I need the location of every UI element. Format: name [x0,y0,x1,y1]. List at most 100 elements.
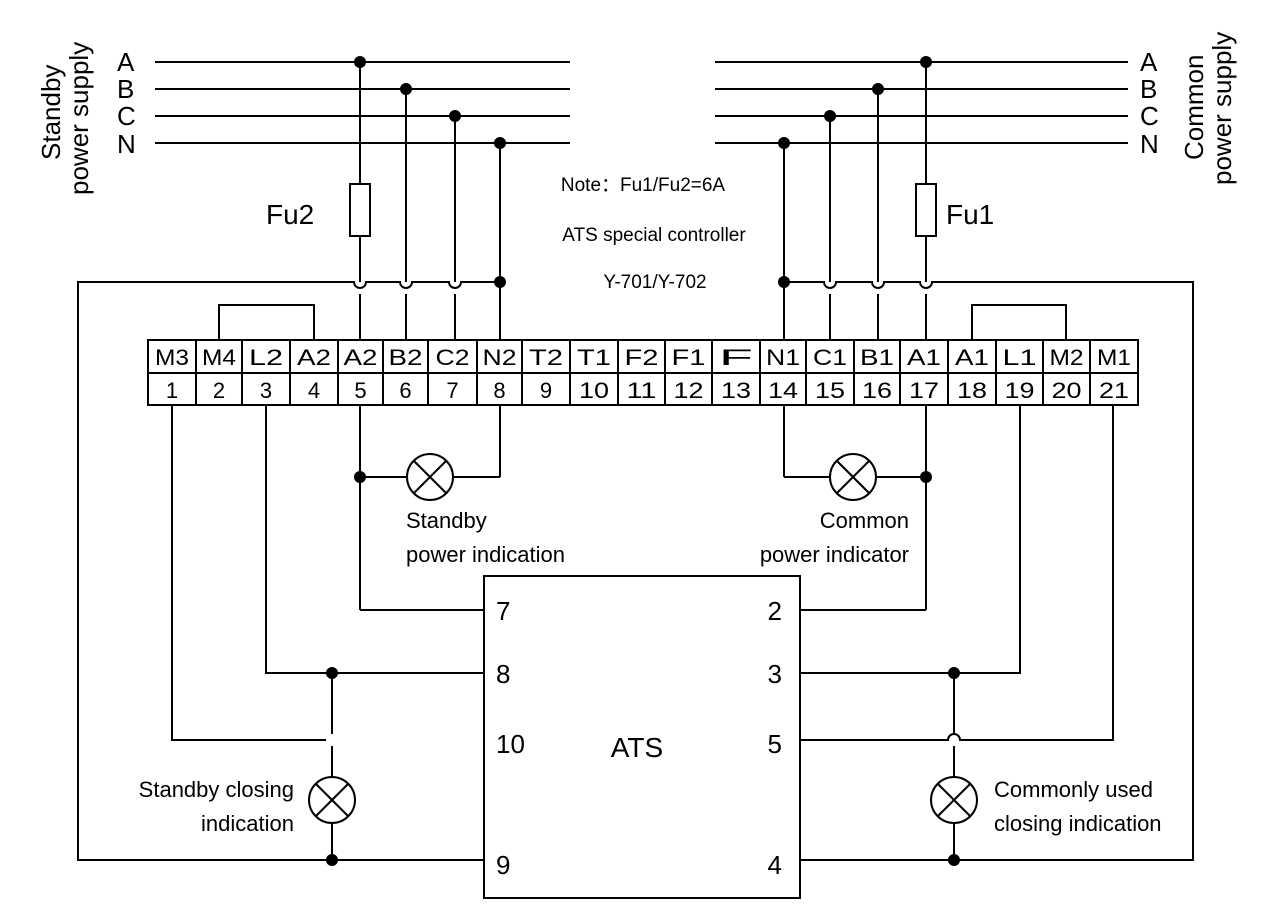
phase-label: C [117,101,136,131]
terminal-name: T2 [529,345,563,370]
svg-text:indication: indication [201,811,294,836]
terminal: N28 [476,339,523,406]
terminal-name: F2 [625,345,659,370]
svg-text:power indication: power indication [406,542,565,567]
terminal: F 13 [711,339,761,406]
jumper-a1-m2 [971,304,1067,340]
common-power-lamp-icon [829,453,877,501]
phase-label: B [117,74,134,104]
common-closing-wiring [800,405,1114,860]
standby-closing-lamp-icon [308,776,356,824]
terminal-number: 12 [674,378,704,403]
left-outer-wire [77,281,500,861]
terminal-strip: M31M42L23A24A25B26C27N28T29T110F211F112F… [147,339,1139,406]
terminal-number: 2 [213,378,225,403]
terminal: B26 [382,339,429,406]
standby-closing-label: Standby closing indication [139,777,294,836]
common-power-indicator-label: Common power indicator [760,508,909,567]
svg-text:power indicator: power indicator [760,542,909,567]
svg-text:Standby: Standby [36,65,66,160]
ats-pin: 10 [496,729,525,759]
fuse-fu1 [915,183,937,237]
terminal-name: A2 [344,345,378,370]
svg-text:Standby closing: Standby closing [139,777,294,802]
terminal-number: 10 [579,378,609,403]
terminal-number: 5 [354,378,366,403]
common-bus-lines [715,61,1128,144]
controller-title: ATS special controller [562,225,746,246]
junction-dots [326,56,960,866]
terminal-name: N2 [483,345,517,370]
phase-label: B [1140,74,1157,104]
terminal-number: 4 [308,378,320,403]
terminal-number: 1 [166,378,178,403]
terminal-number: 21 [1099,378,1129,403]
jumper-m4-a2 [218,304,315,340]
phase-label: N [117,129,136,159]
terminal-number: 17 [909,378,939,403]
terminal-name: M4 [202,345,236,370]
terminal-name: N1 [766,345,800,370]
terminal-name: A1 [955,345,989,370]
terminal-name: F [719,345,753,370]
left-phase-labels: A B C N [117,47,136,159]
standby-power-supply-label: Standby power supply [36,42,94,195]
terminal-name: M1 [1097,345,1131,370]
ats-pin: 9 [496,850,510,880]
right-outer-wire [784,281,1194,861]
common-drops [783,62,927,340]
svg-text:power supply: power supply [1207,32,1237,185]
ats-pin: 8 [496,659,510,689]
terminal-name: A1 [907,345,941,370]
svg-text:closing indication: closing indication [994,811,1162,836]
terminal-number: 7 [446,378,458,403]
terminal: M31 [147,339,197,406]
terminal: T29 [521,339,571,406]
terminal-number: 9 [540,378,552,403]
terminal-name: L2 [249,345,283,370]
phase-label: C [1140,101,1159,131]
terminal: M42 [195,339,243,406]
terminal-number: 19 [1005,378,1035,403]
phase-label: A [117,47,135,77]
terminal-name: B1 [860,345,894,370]
common-closing-lamp-icon [930,776,978,824]
right-phase-labels: A B C N [1140,47,1159,159]
ats-pin: 5 [768,729,782,759]
ats-right-pins: 2 3 5 4 [768,596,782,880]
svg-text:Common: Common [820,508,909,533]
terminal-name: T1 [577,345,611,370]
standby-power-indication-label: Standby power indication [406,508,565,567]
terminal-number: 20 [1052,378,1082,403]
standby-power-lamp-icon [406,453,454,501]
terminal-number: 15 [815,378,845,403]
power-indicator-wiring [359,405,927,611]
fuse-fu2 [349,183,371,237]
terminal-name: C2 [436,345,470,370]
ats-pin: 2 [768,596,782,626]
terminal: C27 [427,339,478,406]
terminal-number: 13 [721,378,751,403]
terminal-number: 16 [862,378,892,403]
standby-drops [359,62,501,340]
terminal-name: L1 [1003,345,1037,370]
common-closing-label: Commonly used closing indication [994,777,1162,836]
controller-model: Y-701/Y-702 [603,272,706,293]
standby-closing-wiring [171,405,484,860]
terminal: A25 [337,339,384,406]
ats-pin: 7 [496,596,510,626]
terminal-number: 8 [493,378,505,403]
terminal-name: M2 [1050,345,1084,370]
terminal-number: 18 [957,378,987,403]
terminal-number: 3 [260,378,272,403]
